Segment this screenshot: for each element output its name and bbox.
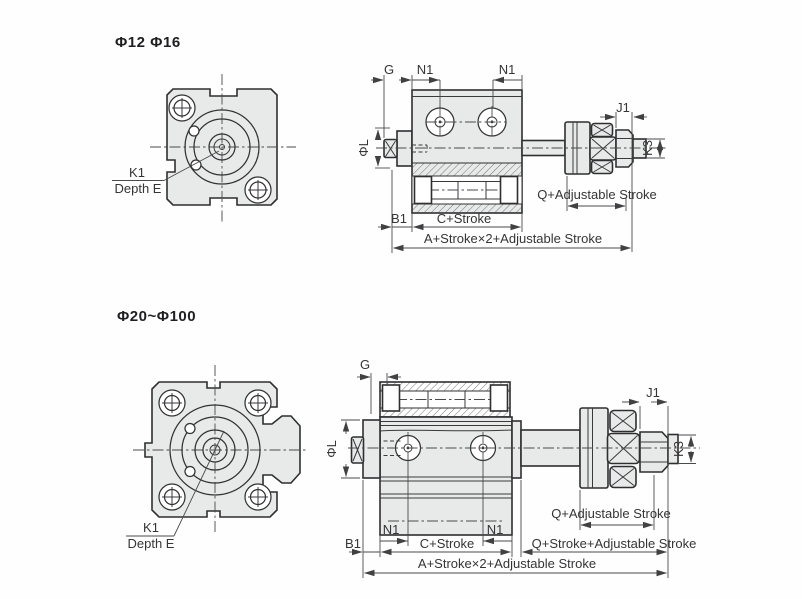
label-g: G	[360, 357, 370, 372]
rod-cover-plate	[396, 130, 413, 167]
label-k1: K1	[129, 165, 145, 180]
label-j1: J1	[646, 385, 660, 400]
rod-cover-plate	[362, 419, 381, 479]
label-n1-right: N1	[499, 62, 516, 77]
fig2-side-view	[348, 381, 700, 536]
head-plate	[511, 420, 522, 479]
label-g: G	[384, 62, 394, 77]
label-depth-e: Depth E	[128, 536, 175, 551]
mounting-hole	[168, 94, 196, 122]
port-section	[411, 175, 523, 205]
fig1-dimensions: G N1 N1 ΦL J1 K3 Q+Adjustable Stroke	[356, 62, 665, 253]
label-k1: K1	[143, 520, 159, 535]
label-phi-l: ΦL	[324, 440, 339, 458]
label-n1-left: N1	[417, 62, 434, 77]
label-b1: B1	[391, 211, 407, 226]
figure1-title: Φ12 Φ16	[115, 34, 181, 51]
fig1-side-view	[376, 89, 668, 214]
port-hole	[188, 125, 200, 137]
label-phi-l: ΦL	[356, 139, 371, 157]
adjusting-screw	[383, 138, 398, 159]
top-port-manifold	[379, 381, 511, 418]
fig2-dimensions: G ΦL J1 K3 Q+Adjustable Stroke	[324, 357, 696, 578]
label-k3: K3	[671, 441, 686, 457]
label-a-total: A+Stroke×2+Adjustable Stroke	[424, 231, 602, 246]
mounting-hole	[244, 483, 272, 511]
figure-small-bore: Φ12 Φ16 K1 Depth E	[112, 34, 668, 253]
mounting-hole	[244, 176, 272, 204]
figure2-title: Φ20~Φ100	[117, 308, 196, 325]
fig2-front-view: K1 Depth E	[126, 365, 308, 551]
label-c-stroke: C+Stroke	[420, 536, 475, 551]
label-k3: K3	[640, 140, 655, 156]
label-q-adjustable: Q+Adjustable Stroke	[551, 506, 671, 521]
label-q-stroke-adjustable: Q+Stroke+Adjustable Stroke	[532, 536, 697, 551]
mounting-hole	[158, 389, 186, 417]
adjusting-screw	[350, 436, 365, 464]
hatch-band	[411, 203, 523, 214]
label-j1: J1	[616, 100, 630, 115]
label-q-adjustable: Q+Adjustable Stroke	[537, 187, 657, 202]
port-hole	[184, 465, 196, 478]
hatch-band	[411, 162, 523, 177]
mounting-hole	[244, 389, 272, 417]
floating-joint	[579, 407, 641, 489]
label-a-total: A+Stroke×2+Adjustable Stroke	[418, 556, 596, 571]
port-hole	[184, 422, 196, 435]
label-c-stroke: C+Stroke	[437, 211, 492, 226]
label-n1-left: N1	[383, 522, 400, 537]
lock-nut	[639, 431, 669, 473]
lock-nut	[615, 129, 634, 168]
label-b1: B1	[345, 536, 361, 551]
mounting-hole	[158, 483, 186, 511]
label-n1-right: N1	[487, 522, 504, 537]
fig1-front-view: K1 Depth E	[112, 74, 296, 222]
label-depth-e: Depth E	[115, 181, 162, 196]
cylinder-body	[379, 416, 513, 536]
rod-end-stub	[632, 138, 647, 159]
figure-large-bore: Φ20~Φ100	[117, 308, 700, 578]
